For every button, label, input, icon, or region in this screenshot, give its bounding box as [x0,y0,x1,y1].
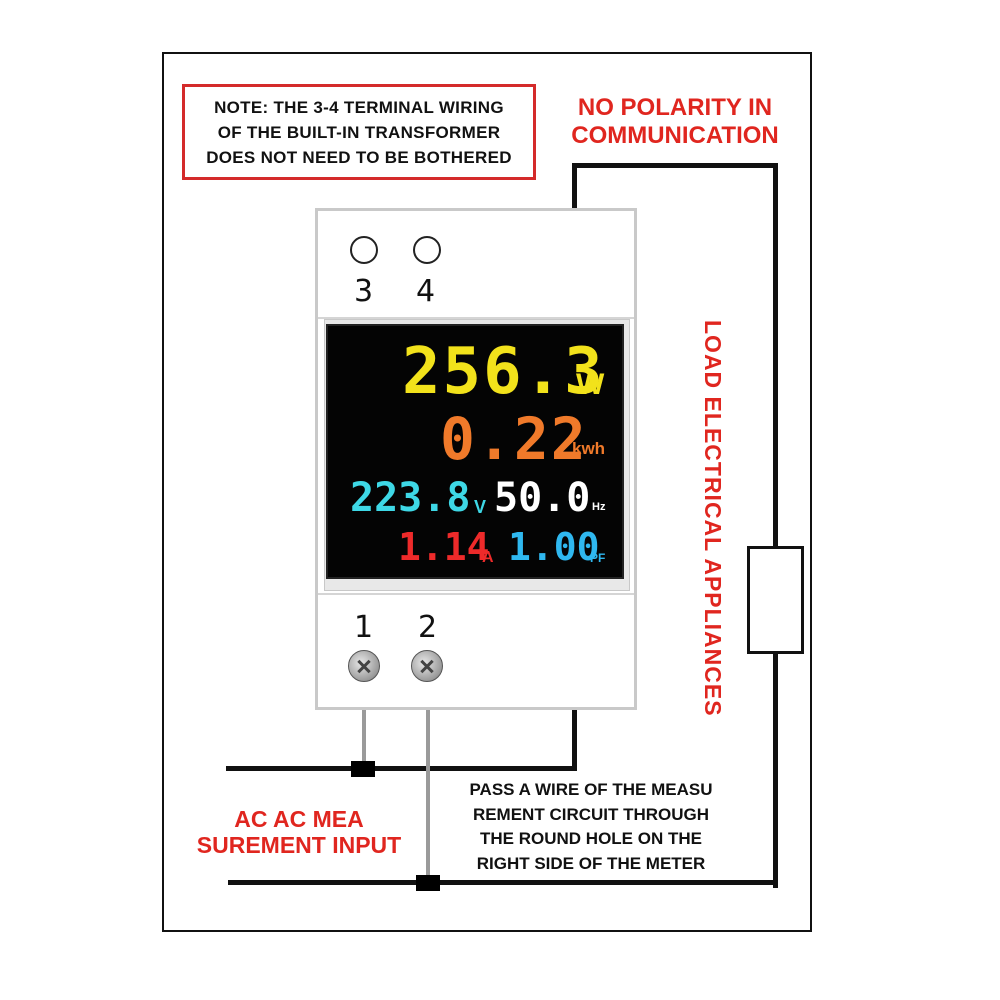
voltage-value: 223.8 [350,475,471,521]
pass-wire-line-3: THE ROUND HOLE ON THE [480,829,702,848]
polarity-label-line-1: NO POLARITY IN [577,94,773,121]
load-wire-upper [773,163,778,548]
input-label-line-1: AC AC MEA [234,806,364,832]
polarity-label-line-2: COMMUNICATION [571,122,779,149]
comm-wire-top [572,163,778,168]
pass-wire-line-4: RIGHT SIDE OF THE METER [476,853,706,873]
energy-unit: kwh [572,439,606,458]
terminal-4-number: 4 [416,274,436,309]
live-wire [226,766,577,771]
power-value: 256.3 [402,335,605,409]
note-line-1: NOTE: THE 3-4 TERMINAL WIRING [214,97,504,117]
power-factor-value: 1.00 [508,525,600,569]
meter-out-wire [572,708,577,771]
meter-top-panel [318,211,634,319]
frequency-unit: Hz [592,501,606,513]
neutral-wire [228,880,778,885]
load-label: LOAD ELECTRICAL APPLIANCES [700,320,726,717]
lcd-display: 256.3 W 0.22 kwh 223.8 V 50.0 Hz 1.14 A … [326,324,624,579]
polarity-label: NO POLARITY IN COMMUNICATION [566,94,784,150]
pass-wire-line-1: PASS A WIRE OF THE MEASU [469,780,713,799]
note-line-2: OF THE BUILT-IN TRANSFORMER [217,122,501,142]
energy-value: 0.22 [440,405,588,473]
pass-wire-line-2: REMENT CIRCUIT THROUGH [472,804,710,824]
terminal-1-number: 1 [354,610,374,645]
terminal-1-screw-icon [348,650,380,682]
pass-wire-label: PASS A WIRE OF THE MEASU REMENT CIRCUIT … [444,778,738,876]
note-box: NOTE: THE 3-4 TERMINAL WIRING OF THE BUI… [182,84,536,180]
comm-wire-up [572,165,577,212]
current-value: 1.14 [398,525,490,569]
terminal-3-number: 3 [354,274,374,309]
current-unit: A [482,549,494,566]
power-factor-unit: PF [590,551,606,565]
terminal-2-screw-icon [411,650,443,682]
terminal-2-number: 2 [418,610,438,645]
note-line-3: DOES NOT NEED TO BE BOTHERED [206,147,512,167]
load-wire-lower [773,652,778,888]
voltage-unit: V [474,497,487,517]
frequency-value: 50.0 [494,475,591,521]
live-junction [351,761,375,777]
terminal-4-hole [413,236,441,264]
terminal-1-lead [362,708,366,770]
load-label-text: LOAD ELECTRICAL APPLIANCES [700,320,726,717]
neutral-junction [416,875,440,891]
meter-bottom-panel [318,593,634,709]
input-label-line-2: SUREMENT INPUT [196,832,402,858]
terminal-2-lead [426,708,430,884]
input-label: AC AC MEA SUREMENT INPUT [186,806,412,858]
load-resistor [747,546,804,654]
terminal-3-hole [350,236,378,264]
diagram-frame [162,52,812,932]
power-unit: W [576,368,605,401]
